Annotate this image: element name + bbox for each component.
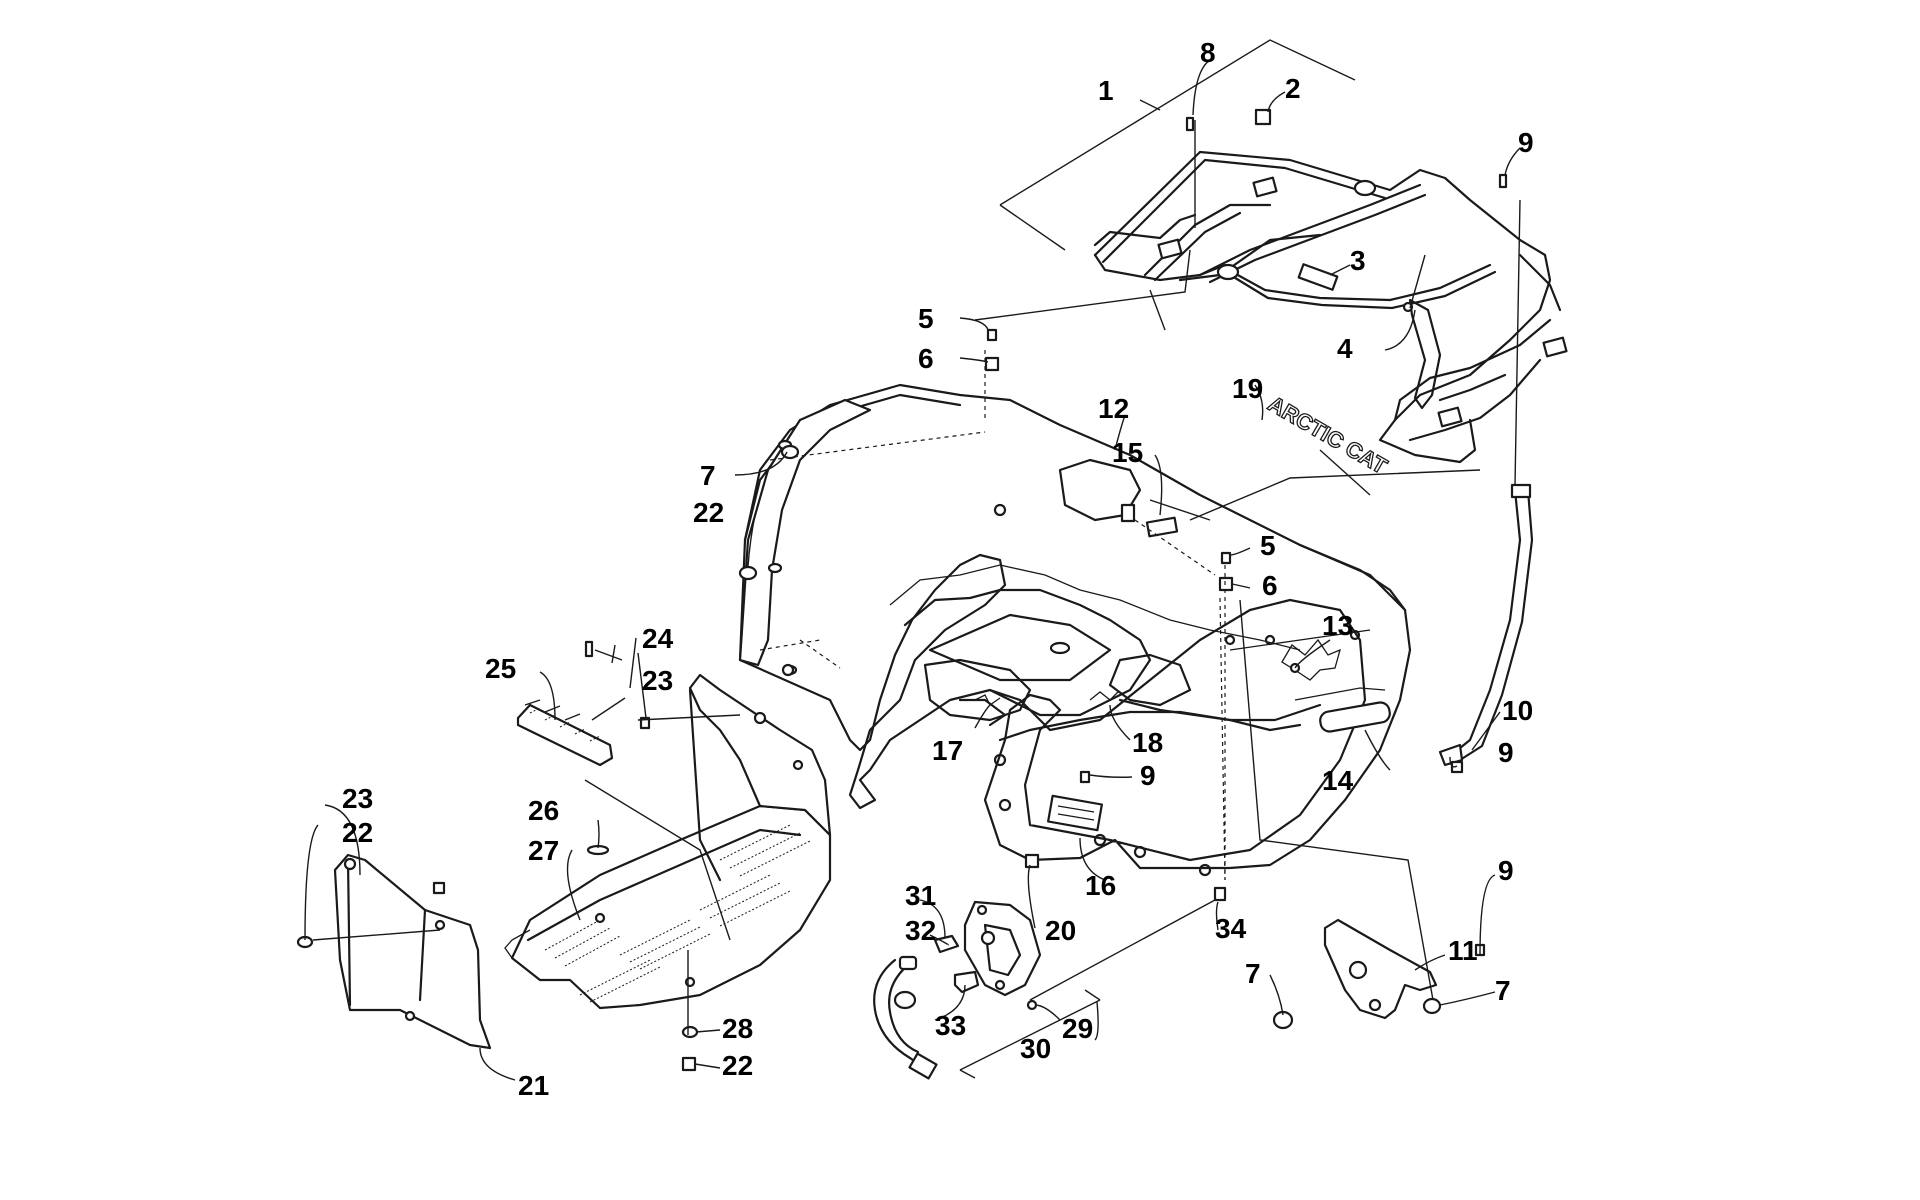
callout-21: 21	[518, 1070, 549, 1101]
callout-22: 22	[722, 1050, 753, 1081]
callout-9: 9	[1498, 855, 1514, 886]
callout-15: 15	[1112, 437, 1143, 468]
callout-10: 10	[1502, 695, 1533, 726]
rear-fender	[738, 383, 1412, 877]
callout-29: 29	[1062, 1013, 1093, 1044]
callout-6: 6	[1262, 570, 1278, 601]
callout-4: 4	[1337, 333, 1353, 364]
callout-3: 3	[1350, 245, 1366, 276]
callout-33: 33	[935, 1010, 966, 1041]
callout-7: 7	[700, 460, 716, 491]
footrest	[516, 699, 614, 767]
callout-23: 23	[342, 783, 373, 814]
callout-22: 22	[693, 497, 724, 528]
rear-rack	[999, 39, 1568, 464]
mount-bracket	[1323, 918, 1438, 1020]
callout-6: 6	[918, 343, 934, 374]
callout-17: 17	[932, 735, 963, 766]
callout-23: 23	[642, 665, 673, 696]
tail-light	[873, 900, 1101, 1080]
callout-26: 26	[528, 795, 559, 826]
callout-7: 7	[1245, 958, 1261, 989]
callout-1: 1	[1098, 75, 1114, 106]
callout-22: 22	[342, 817, 373, 848]
callout-2: 2	[1285, 73, 1301, 104]
callout-18: 18	[1132, 727, 1163, 758]
decal-arctic-cat: ARCTIC CAT	[1263, 390, 1392, 480]
callout-labels: 1 2 3 4 5 5 6 6 7 7 7 8 9 9 9 9 10 11 12…	[342, 37, 1534, 1101]
callout-28: 28	[722, 1013, 753, 1044]
callout-leaders	[304, 59, 1521, 1081]
callout-14: 14	[1322, 765, 1354, 796]
callout-9: 9	[1140, 760, 1156, 791]
callout-34: 34	[1215, 913, 1247, 944]
callout-8: 8	[1200, 37, 1216, 68]
callout-9: 9	[1518, 127, 1534, 158]
callout-5: 5	[918, 303, 934, 334]
callout-19: 19	[1232, 373, 1263, 404]
callout-16: 16	[1085, 870, 1116, 901]
callout-30: 30	[1020, 1033, 1051, 1064]
footwell	[504, 663, 832, 1010]
callout-11: 11	[1448, 935, 1478, 966]
callout-20: 20	[1045, 915, 1076, 946]
callout-12: 12	[1098, 393, 1129, 424]
callout-9: 9	[1498, 737, 1514, 768]
assembly-lines	[312, 120, 1521, 1035]
decal-text: ARCTIC CAT	[1264, 391, 1392, 479]
callout-13: 13	[1322, 610, 1353, 641]
callout-25: 25	[485, 653, 516, 684]
callout-27: 27	[528, 835, 559, 866]
grab-bar	[1438, 483, 1534, 767]
callout-5: 5	[1260, 530, 1276, 561]
callout-7: 7	[1495, 975, 1511, 1006]
callout-24: 24	[642, 623, 674, 654]
callout-31: 31	[905, 880, 936, 911]
splash-guard	[333, 853, 492, 1050]
callout-32: 32	[905, 915, 936, 946]
